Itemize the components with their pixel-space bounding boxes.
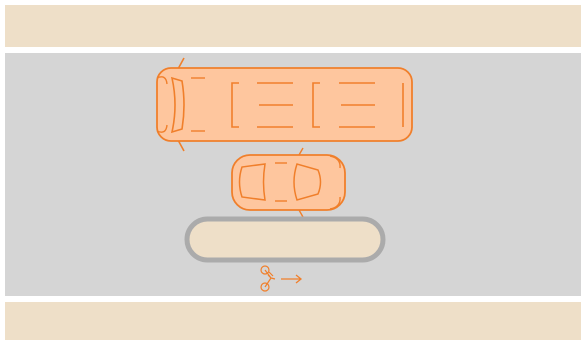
arrow-right-icon — [281, 275, 301, 283]
bus-icon — [157, 58, 412, 151]
car-icon — [232, 148, 345, 217]
traffic-island — [187, 219, 383, 260]
bicycle-icon — [261, 266, 275, 291]
